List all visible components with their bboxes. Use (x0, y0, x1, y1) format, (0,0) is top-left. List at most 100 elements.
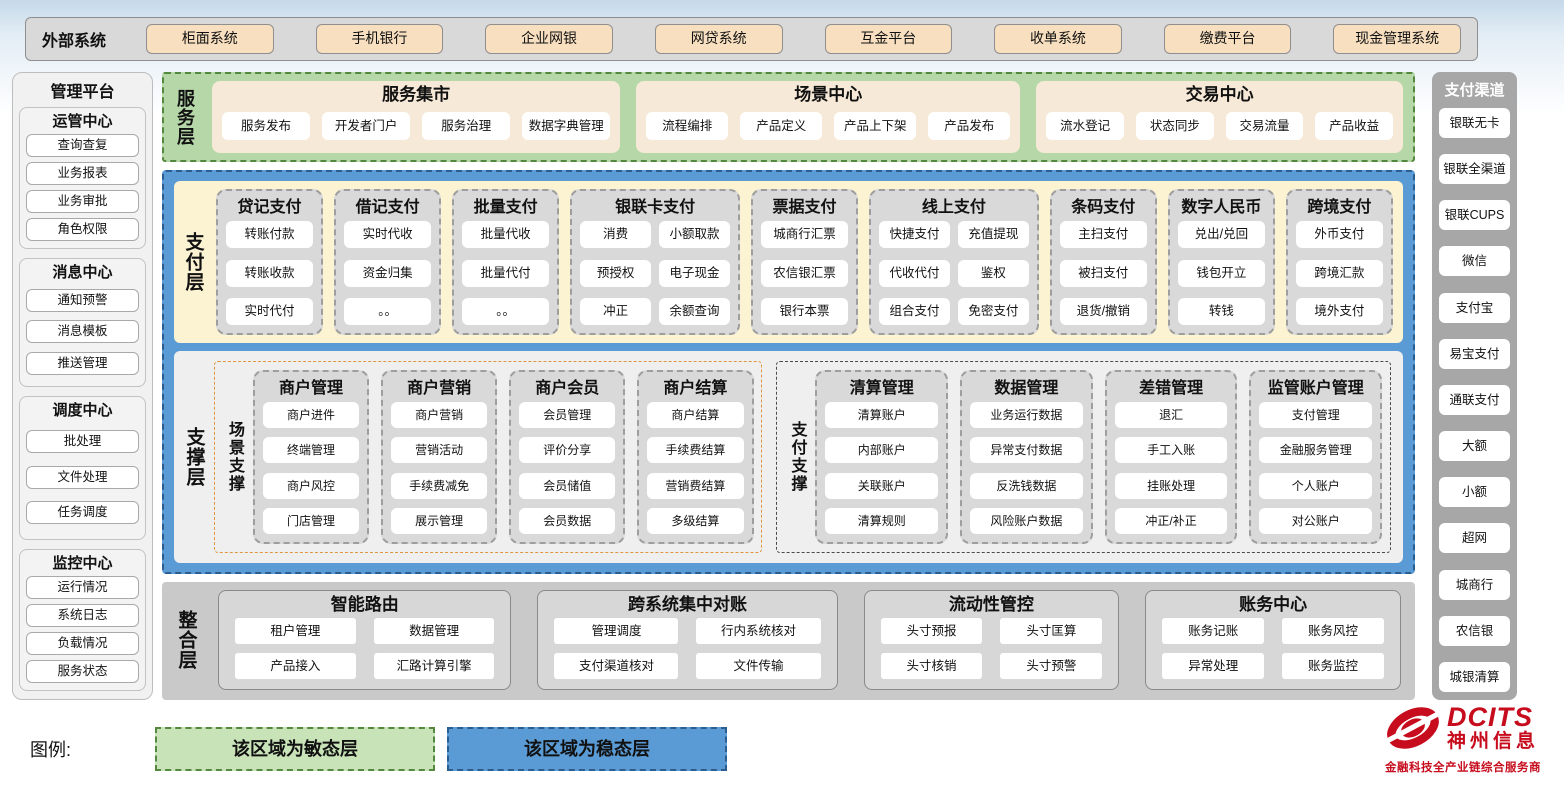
support-layer: 支撑层 场景支撑 商户管理 商户进件终端管理商户风控 (174, 351, 1403, 563)
service-group: 场景中心 流程编排产品定义产品上下架产品发布 (636, 81, 1021, 153)
support-item-box: 商户进件 (263, 402, 360, 428)
service-group: 服务集市 服务发布开发者门户服务治理数据字典管理 (212, 81, 621, 153)
management-section-items: 运行情况系统日志负载情况服务状态 (26, 576, 139, 683)
external-system-box: 互金平台 (824, 24, 953, 54)
payment-item-box: 退货/撤销 (1059, 298, 1147, 325)
support-column-title: 差错管理 (1139, 380, 1204, 397)
support-item-box: 商户结算 (647, 402, 744, 428)
payment-column-title: 批量支付 (473, 199, 538, 216)
support-column-title: 数据管理 (994, 380, 1059, 397)
support-item-box: 展示管理 (391, 507, 488, 534)
integration-item-box: 汇路计算引擎 (373, 653, 495, 679)
management-section-items: 批处理文件处理任务调度 (26, 423, 139, 532)
service-item-box: 产品收益 (1315, 112, 1393, 140)
management-item-box: 推送管理 (26, 352, 139, 376)
payment-item-box: 转账收款 (226, 259, 314, 287)
external-system-box: 网贷系统 (654, 24, 783, 54)
payment-item-box: 批量代付 (462, 259, 550, 287)
management-center-section: 运管中心 查询查复业务报表业务审批角色权限 (19, 107, 146, 249)
integration-group-title: 智能路由 (330, 595, 399, 614)
support-item-box: 会员数据 (519, 507, 616, 534)
payment-column-items: 实时代收资金归集。。 (344, 221, 432, 325)
payment-column-title: 数字人民币 (1181, 199, 1262, 216)
external-systems-bar: 外部系统 柜面系统手机银行企业网银网贷系统互金平台收单系统缴费平台现金管理系统 (25, 17, 1478, 61)
service-group: 交易中心 流水登记状态同步交易流量产品收益 (1036, 81, 1403, 153)
integration-group: 账务中心 账务记账账务风控异常处理账务监控 (1145, 590, 1401, 690)
payment-channel-box: 大额 (1439, 431, 1510, 462)
payment-column: 银联卡支付 消费小额取款预授权电子现金冲正余额查询 (570, 189, 740, 335)
payment-item-box: 。。 (462, 298, 550, 325)
payment-channel-box: 小额 (1439, 477, 1510, 508)
service-group-title: 服务集市 (382, 85, 451, 104)
support-item-box: 金融服务管理 (1259, 437, 1373, 464)
integration-layer: 整合层 智能路由 租户管理数据管理产品接入汇路计算引擎 跨系统集中对账 管理调度… (162, 582, 1415, 700)
dcits-logo: DCITS 神州信息 金融科技全产业链综合服务商 (1385, 700, 1561, 775)
integration-item-box: 产品接入 (235, 653, 356, 679)
support-item-box: 手工入账 (1114, 437, 1228, 464)
payment-column-items: 批量代收批量代付。。 (462, 221, 550, 325)
payment-channel-box: 农信银 (1439, 615, 1510, 646)
support-item-box: 门店管理 (263, 507, 360, 534)
payment-column: 批量支付 批量代收批量代付。。 (452, 189, 560, 335)
legend-agile-box: 该区域为敏态层 (155, 727, 435, 771)
integration-group-items: 租户管理数据管理产品接入汇路计算引擎 (235, 617, 495, 680)
management-item-box: 消息模板 (26, 320, 139, 344)
service-group-items: 服务发布开发者门户服务治理数据字典管理 (222, 107, 611, 145)
management-item-box: 任务调度 (26, 501, 139, 525)
payment-column-items: 消费小额取款预授权电子现金冲正余额查询 (580, 221, 730, 325)
payment-item-box: 资金归集 (344, 259, 432, 287)
stable-layer-container: 支付层 贷记支付 转账付款转账收款实时代付 借记支付 实时代收资金归集。。 (162, 170, 1415, 574)
integration-group-items: 管理调度行内系统核对支付渠道核对文件传输 (554, 617, 821, 680)
service-groups: 服务集市 服务发布开发者门户服务治理数据字典管理 场景中心 流程编排产品定义产品… (212, 81, 1403, 153)
service-item-box: 服务发布 (222, 112, 311, 140)
support-item-box: 异常支付数据 (970, 437, 1083, 464)
payment-item-box: 快捷支付 (879, 221, 950, 248)
payment-column: 票据支付 城商行汇票农信银汇票银行本票 (750, 189, 859, 335)
management-item-box: 运行情况 (26, 576, 139, 599)
support-item-box: 会员管理 (519, 402, 616, 428)
payment-item-box: 冲正 (580, 298, 652, 325)
support-column-items: 退汇手工入账挂账处理冲正/补正 (1114, 402, 1228, 534)
payment-item-box: 余额查询 (659, 298, 730, 325)
support-column: 差错管理 退汇手工入账挂账处理冲正/补正 (1104, 370, 1238, 544)
support-column-items: 商户结算手续费结算营销费结算多级结算 (647, 402, 744, 534)
payment-channel-box: 城商行 (1439, 569, 1510, 600)
payment-item-box: 跨境汇款 (1295, 259, 1383, 287)
support-item-box: 多级结算 (647, 507, 744, 534)
support-item-box: 关联账户 (825, 472, 939, 499)
support-group-label: 支付支撑 (788, 421, 806, 493)
management-item-box: 系统日志 (26, 604, 139, 627)
management-sections: 运管中心 查询查复业务报表业务审批角色权限 消息中心 通知预警消息模板推送管理 … (19, 107, 146, 691)
integration-item-box: 头寸预报 (880, 618, 983, 644)
support-column-title: 商户营销 (407, 380, 472, 397)
payment-item-box: 外币支付 (1295, 221, 1383, 248)
payment-item-box: 农信银汇票 (760, 259, 849, 287)
support-column: 商户营销 商户营销营销活动手续费减免展示管理 (381, 370, 498, 544)
payment-item-box: 批量代收 (462, 221, 550, 248)
management-item-box: 批处理 (26, 430, 139, 454)
payment-channel-box: 城银清算 (1439, 661, 1510, 692)
support-groups: 场景支撑 商户管理 商户进件终端管理商户风控门店管理 商户营 (214, 361, 1391, 553)
payment-item-box: 。。 (344, 298, 432, 325)
payment-item-box: 电子现金 (659, 259, 730, 287)
payment-item-box: 城商行汇票 (760, 221, 849, 248)
payment-column: 跨境支付 外币支付跨境汇款境外支付 (1285, 189, 1393, 335)
legend: 图例: 该区域为敏态层 该区域为稳态层 (30, 727, 727, 771)
integration-item-box: 账务记账 (1162, 618, 1265, 644)
service-item-box: 状态同步 (1135, 112, 1214, 140)
integration-item-box: 文件传输 (696, 653, 821, 679)
support-item-box: 反洗钱数据 (970, 472, 1083, 499)
external-system-box: 缴费平台 (1163, 24, 1292, 54)
support-column-items: 商户营销营销活动手续费减免展示管理 (391, 402, 488, 534)
payment-item-box: 鉴权 (957, 259, 1029, 287)
integration-group: 智能路由 租户管理数据管理产品接入汇路计算引擎 (218, 590, 512, 690)
support-item-box: 内部账户 (825, 437, 939, 464)
management-section-title: 运管中心 (52, 113, 113, 130)
management-item-box: 角色权限 (26, 218, 139, 241)
external-systems-list: 柜面系统手机银行企业网银网贷系统互金平台收单系统缴费平台现金管理系统 (146, 24, 1461, 54)
integration-item-box: 管理调度 (554, 618, 679, 644)
support-item-box: 手续费结算 (647, 437, 744, 464)
external-system-box: 企业网银 (485, 24, 613, 54)
